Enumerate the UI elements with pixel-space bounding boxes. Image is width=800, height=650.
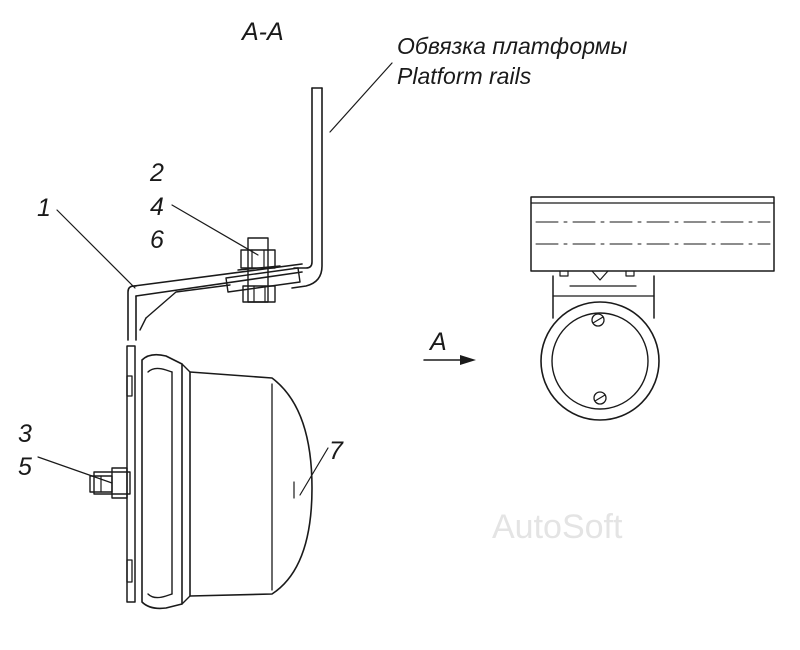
section-title: A-A — [240, 18, 284, 46]
bolt-assembly-lamp — [89, 467, 131, 499]
callout-6: 6 — [150, 226, 164, 254]
callout-1: 1 — [37, 194, 51, 222]
view-label-a: A — [428, 328, 447, 356]
lamp-body-side — [126, 345, 313, 610]
watermark: AutoSoft — [492, 508, 623, 546]
callout-5: 5 — [18, 453, 32, 481]
callout-2: 2 — [149, 159, 164, 187]
rail-front-view — [530, 196, 775, 281]
view-direction-arrow — [423, 355, 476, 365]
bolt-assembly-top — [237, 237, 281, 303]
caption-english: Platform rails — [397, 63, 532, 89]
lamp-bracket-front — [552, 275, 655, 319]
callout-7: 7 — [329, 437, 344, 465]
callout-3: 3 — [18, 420, 32, 448]
callout-4: 4 — [150, 193, 164, 221]
leader-lines — [37, 62, 393, 496]
lamp-front-view — [540, 301, 660, 421]
caption-russian: Обвязка платформы — [397, 33, 627, 59]
